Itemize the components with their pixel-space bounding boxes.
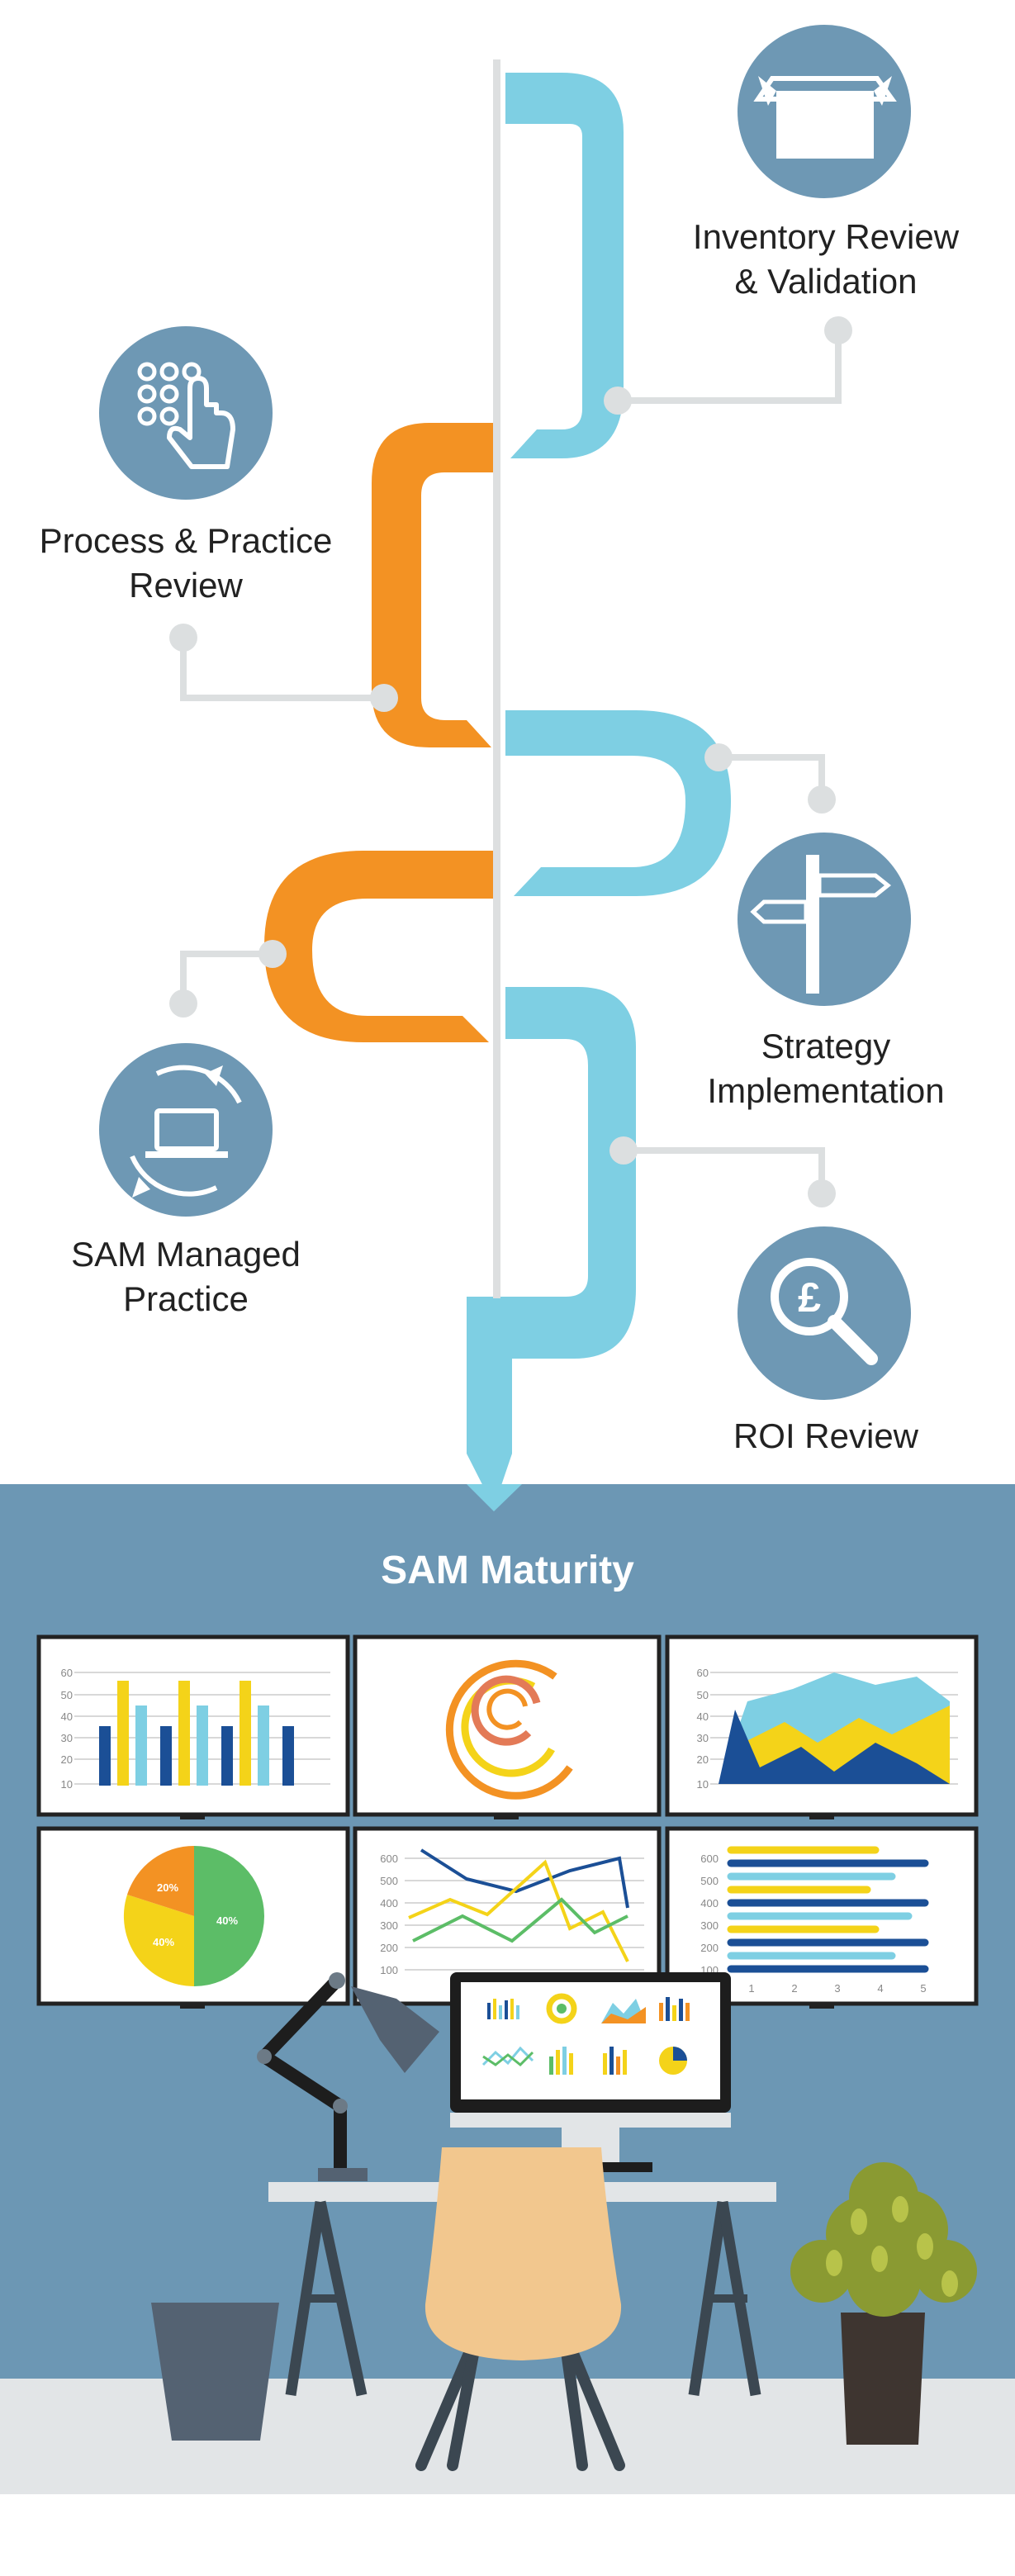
monitor-hbar-chart: 600 500 400 300 200 100 1 2 3 4 5 — [665, 1826, 979, 2009]
sam-maturity-title: SAM Maturity — [381, 1549, 634, 1592]
step-label-line: Review — [129, 566, 243, 605]
hbar-x: 3 — [834, 1982, 840, 1995]
hbar-tick: 200 — [700, 1942, 719, 1954]
monitor-radial-chart — [353, 1634, 662, 1819]
bar-tick: 50 — [61, 1689, 73, 1701]
bar-tick: 10 — [61, 1778, 73, 1791]
pie-label: 40% — [216, 1914, 238, 1927]
line-tick: 400 — [380, 1897, 398, 1909]
keypad-touch-icon — [99, 326, 273, 500]
bar-tick: 60 — [61, 1667, 73, 1679]
monitor-bar-chart: 60 50 40 30 20 10 — [36, 1634, 350, 1819]
step-label-line: Practice — [123, 1279, 249, 1318]
hbar-x: 1 — [748, 1982, 754, 1995]
laptop-cycle-icon — [99, 1043, 273, 1217]
box-icon — [738, 25, 911, 198]
desk-lamp — [257, 1972, 439, 2181]
pie-label: 20% — [157, 1881, 178, 1894]
svg-text:50: 50 — [697, 1689, 709, 1701]
hbar-tick: 300 — [700, 1919, 719, 1932]
connectors — [180, 330, 842, 1193]
step-label-line: Implementation — [707, 1071, 945, 1110]
line-tick: 300 — [380, 1919, 398, 1932]
step-label-line: ROI Review — [733, 1416, 919, 1455]
signpost-icon — [738, 833, 911, 1006]
step-label-process: Process & Practice Review — [17, 519, 355, 608]
connector-dots — [169, 316, 852, 1207]
monitor-pie-chart: 20% 40% 40% — [36, 1826, 350, 2009]
step-label-line: Inventory Review — [692, 217, 960, 256]
svg-text:£: £ — [798, 1274, 821, 1321]
hbar-x: 2 — [791, 1982, 797, 1995]
timeline-line — [493, 59, 500, 1298]
step-label-strategy: Strategy Implementation — [673, 1024, 979, 1113]
svg-text:10: 10 — [697, 1778, 709, 1791]
step-label-roi: ROI Review — [673, 1414, 979, 1459]
step-label-sam-practice: SAM Managed Practice — [25, 1232, 347, 1321]
bar-tick: 30 — [61, 1732, 73, 1744]
pie-label: 40% — [153, 1936, 174, 1948]
monitor-area-chart: 60 50 40 30 20 10 — [665, 1634, 979, 1819]
step-label-line: & Validation — [734, 262, 918, 301]
potted-plant — [790, 2162, 977, 2445]
line-tick: 600 — [380, 1853, 398, 1865]
svg-text:40: 40 — [697, 1710, 709, 1723]
line-tick: 200 — [380, 1942, 398, 1954]
pound-search-icon: £ — [738, 1226, 911, 1400]
path-segment-1 — [505, 73, 624, 458]
path-segment-2 — [372, 423, 494, 747]
hbar-tick: 600 — [700, 1853, 719, 1865]
path-segment-3 — [505, 710, 731, 896]
line-tick: 100 — [380, 1964, 398, 1976]
step-label-inventory: Inventory Review & Validation — [673, 215, 979, 304]
hbar-tick: 400 — [700, 1897, 719, 1909]
hbar-x: 5 — [920, 1982, 926, 1995]
roadmap-path — [264, 59, 731, 1507]
step-label-line: Process & Practice — [39, 521, 333, 560]
step-label-line: SAM Managed — [71, 1235, 301, 1274]
step-label-line: Strategy — [761, 1027, 891, 1065]
office-chair — [415, 2147, 625, 2471]
bar-tick: 40 — [61, 1710, 73, 1723]
svg-text:30: 30 — [697, 1732, 709, 1744]
hbar-x: 4 — [877, 1982, 883, 1995]
svg-text:20: 20 — [697, 1753, 709, 1766]
line-tick: 500 — [380, 1875, 398, 1887]
svg-text:60: 60 — [697, 1667, 709, 1679]
hbar-tick: 500 — [700, 1875, 719, 1887]
path-segment-4 — [264, 851, 494, 1042]
computer-monitor — [450, 1972, 731, 2172]
waste-bin — [151, 2303, 279, 2441]
path-segment-5 — [467, 987, 636, 1507]
bar-tick: 20 — [61, 1753, 73, 1766]
